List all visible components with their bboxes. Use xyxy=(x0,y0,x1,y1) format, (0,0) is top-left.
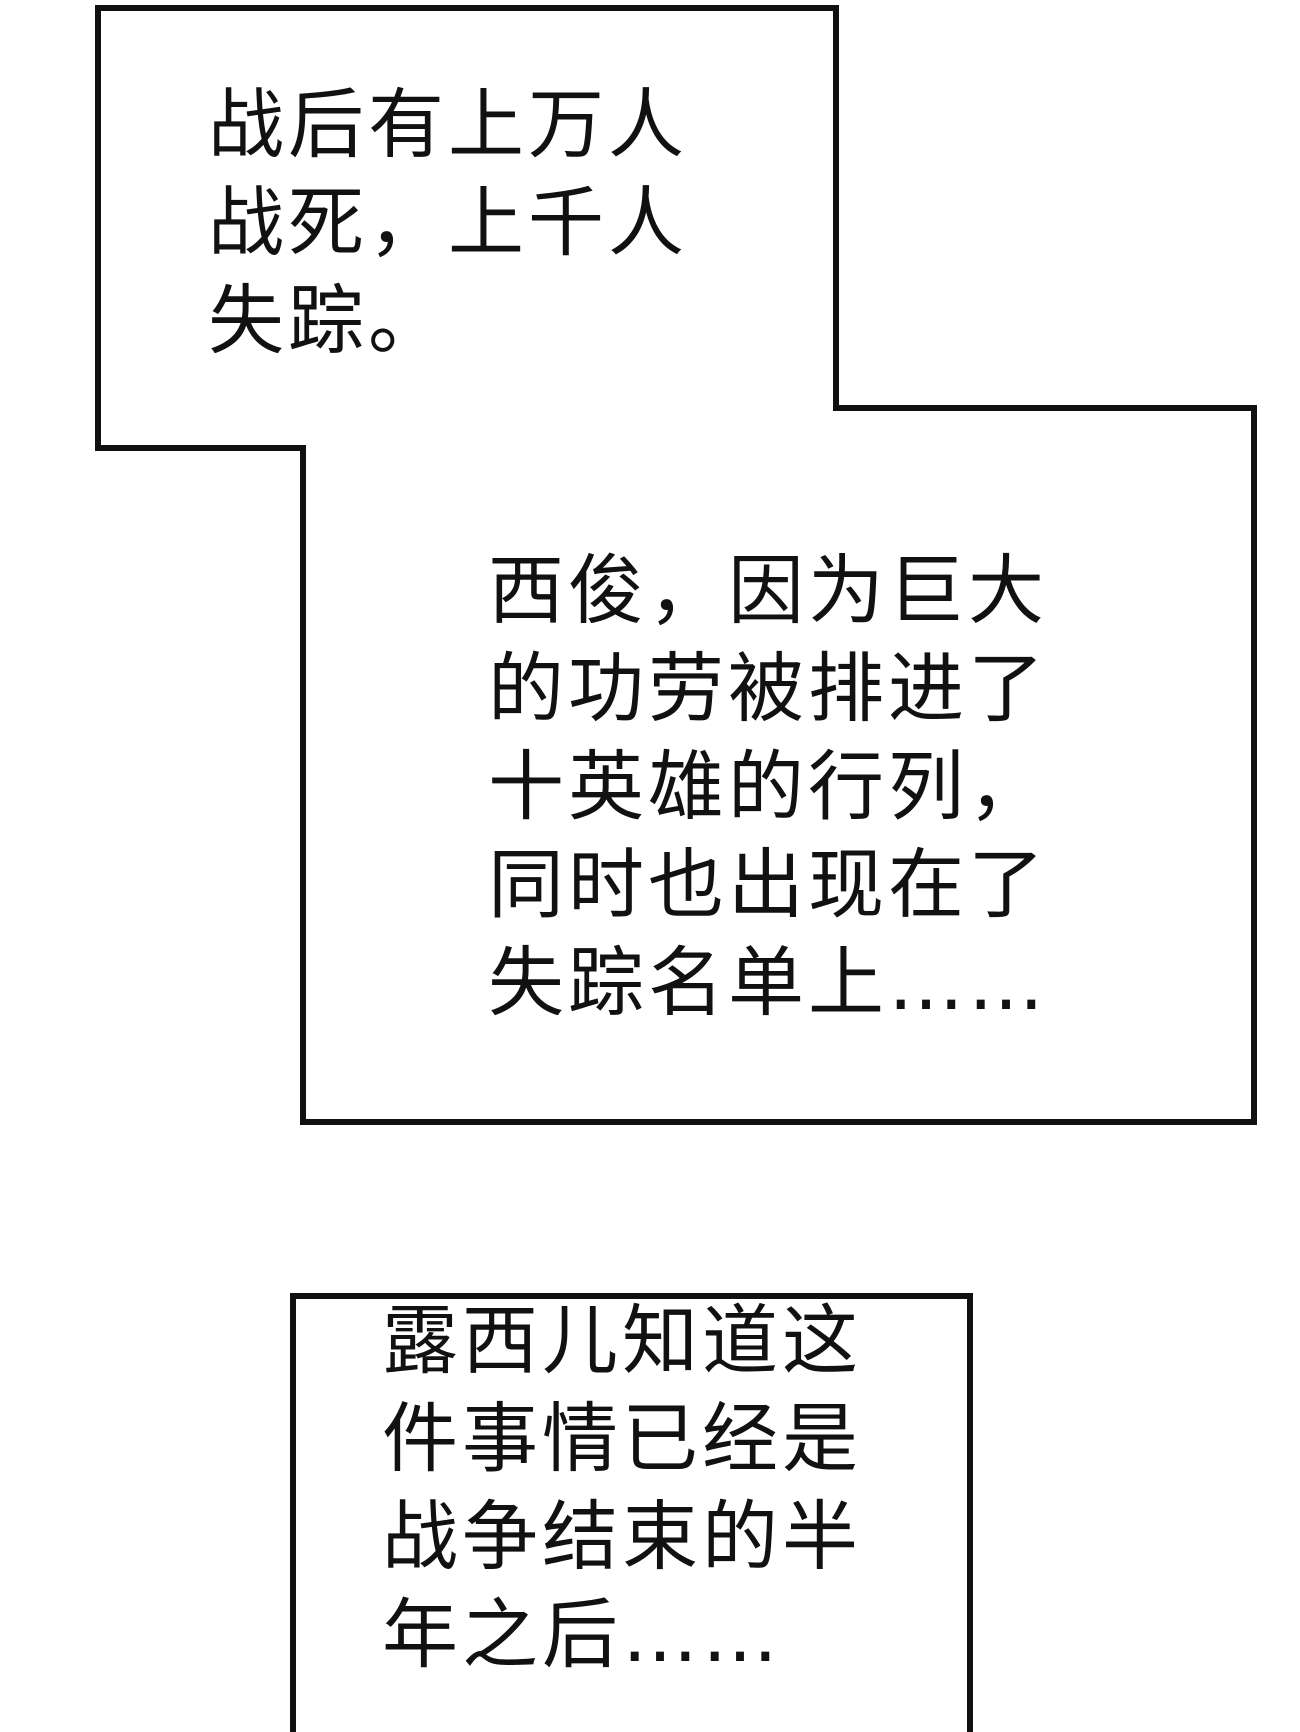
caption-line: 件事情已经是 xyxy=(382,1394,862,1483)
caption-line: 同时也出现在了 xyxy=(488,840,1048,929)
narration-caption-3: 露西儿知道这 件事情已经是 战争结束的半 年之后…… xyxy=(382,1292,862,1684)
caption-line: 年之后…… xyxy=(382,1590,782,1679)
caption-line: 战后有上万人 xyxy=(208,80,688,169)
narration-caption-1: 战后有上万人 战死，上千人 失踪。 xyxy=(208,76,688,370)
caption-line: 的功劳被排进了 xyxy=(488,644,1048,733)
caption-line: 失踪。 xyxy=(208,276,448,365)
caption-box-2 xyxy=(290,1293,973,1732)
caption-line: 战死，上千人 xyxy=(208,178,688,267)
caption-box-1 xyxy=(95,5,1257,1125)
caption-line: 战争结束的半 xyxy=(382,1492,862,1581)
caption-line: 露西儿知道这 xyxy=(382,1296,862,1385)
caption-line: 十英雄的行列， xyxy=(488,742,1048,831)
caption-line: 西俊，因为巨大 xyxy=(488,546,1048,635)
narration-caption-2: 西俊，因为巨大 的功劳被排进了 十英雄的行列， 同时也出现在了 失踪名单上…… xyxy=(488,542,1048,1032)
caption-line: 失踪名单上…… xyxy=(488,938,1048,1027)
